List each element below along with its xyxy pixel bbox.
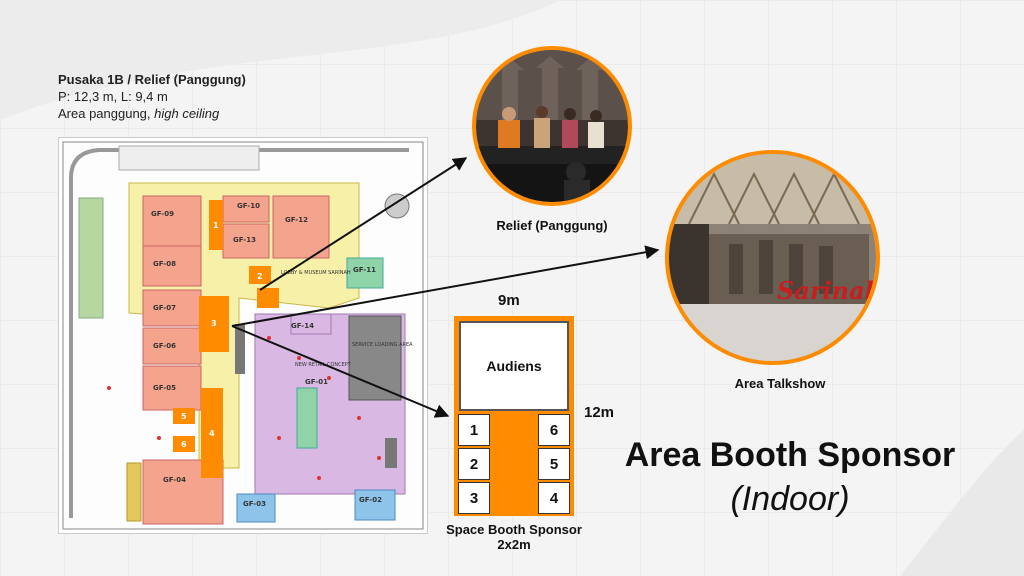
svg-text:6: 6 bbox=[181, 440, 187, 449]
svg-text:GF-02: GF-02 bbox=[359, 496, 382, 504]
booth-4: 4 bbox=[538, 482, 570, 514]
venue-note: Area panggung, high ceiling bbox=[58, 106, 220, 121]
talkshow-photo: Sarinah bbox=[665, 150, 880, 365]
venue-title: Pusaka 1B / Relief (Panggung) bbox=[58, 72, 246, 87]
svg-text:NEW RETAIL CONCEPT: NEW RETAIL CONCEPT bbox=[295, 362, 352, 368]
svg-text:GF-10: GF-10 bbox=[237, 202, 260, 210]
relief-caption: Relief (Panggung) bbox=[496, 218, 608, 233]
booth-1: 1 bbox=[458, 414, 490, 446]
zone-gf-07 bbox=[142, 289, 202, 327]
svg-text:GF-04: GF-04 bbox=[163, 476, 186, 484]
booth-3: 3 bbox=[458, 482, 490, 514]
relief-photo bbox=[472, 46, 632, 206]
svg-text:GF-14: GF-14 bbox=[291, 322, 314, 330]
booth-layout: Audiens 1 2 3 4 5 6 bbox=[454, 316, 574, 516]
zone-gf-05 bbox=[142, 365, 202, 411]
svg-text:GF-12: GF-12 bbox=[285, 216, 308, 224]
venue-info: Pusaka 1B / Relief (Panggung) P: 12,3 m,… bbox=[58, 72, 246, 121]
zone-gf-02 bbox=[354, 489, 396, 521]
svg-text:SERVICE LOADING AREA: SERVICE LOADING AREA bbox=[352, 342, 413, 348]
svg-text:GF-13: GF-13 bbox=[233, 236, 256, 244]
svg-text:GF-01: GF-01 bbox=[305, 378, 328, 386]
talkshow-caption: Area Talkshow bbox=[734, 376, 826, 391]
svg-text:GF-08: GF-08 bbox=[153, 260, 176, 268]
booth-caption: Space Booth Sponsor 2x2m bbox=[446, 522, 582, 552]
plan-spot-1 bbox=[209, 200, 223, 250]
booth-6: 6 bbox=[538, 414, 570, 446]
sarinah-sign: Sarinah bbox=[777, 276, 876, 305]
booth-2: 2 bbox=[458, 448, 490, 480]
floor-plan: GF-09 GF-10 GF-12 GF-13 GF-08 GF-11 GF-0… bbox=[58, 137, 428, 534]
svg-text:3: 3 bbox=[211, 319, 217, 328]
booth-5: 5 bbox=[538, 448, 570, 480]
zone-gf-12 bbox=[272, 195, 330, 259]
zone-gf-08 bbox=[142, 245, 202, 287]
svg-text:GF-11: GF-11 bbox=[353, 266, 376, 274]
main-heading: Area Booth Sponsor bbox=[624, 436, 956, 474]
svg-text:GF-05: GF-05 bbox=[153, 384, 176, 392]
svg-text:5: 5 bbox=[181, 412, 187, 421]
svg-text:1: 1 bbox=[213, 221, 219, 230]
svg-text:GF-07: GF-07 bbox=[153, 304, 176, 312]
booth-width-label: 9m bbox=[498, 292, 520, 309]
svg-text:LOBBY & MUSEUM SARINAH: LOBBY & MUSEUM SARINAH bbox=[281, 270, 351, 276]
plan-spot-6 bbox=[173, 436, 195, 452]
audience-area: Audiens bbox=[459, 321, 569, 411]
svg-text:GF-06: GF-06 bbox=[153, 342, 176, 350]
main-subheading: (Indoor) bbox=[730, 480, 850, 518]
svg-text:2: 2 bbox=[257, 272, 263, 281]
zone-gf-03 bbox=[236, 493, 276, 523]
floor-plan-drawing: GF-09 GF-10 GF-12 GF-13 GF-08 GF-11 GF-0… bbox=[62, 141, 424, 530]
plan-spot-4 bbox=[201, 388, 223, 478]
svg-text:GF-03: GF-03 bbox=[243, 500, 266, 508]
booth-height-label: 12m bbox=[584, 404, 615, 421]
zone-gf-09 bbox=[142, 195, 202, 247]
venue-dimensions: P: 12,3 m, L: 9,4 m bbox=[58, 89, 168, 104]
plan-spot-3 bbox=[199, 296, 229, 352]
svg-text:GF-09: GF-09 bbox=[151, 210, 174, 218]
plan-spot-5 bbox=[173, 408, 195, 424]
svg-text:4: 4 bbox=[209, 429, 215, 438]
